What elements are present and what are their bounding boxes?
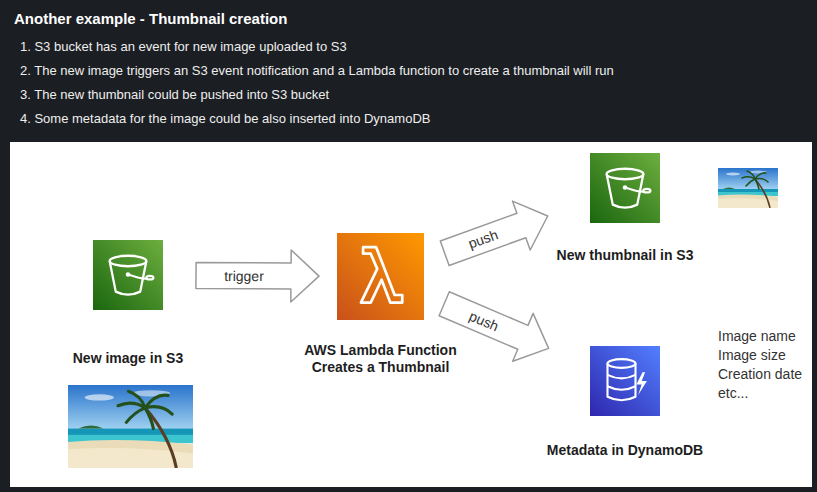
list-item: 4. Some metadata for the image could be …	[20, 110, 430, 128]
s3-bucket-icon	[93, 240, 163, 310]
list-item: 2. The new image triggers an S3 event no…	[20, 62, 614, 80]
block-arrow	[196, 250, 319, 302]
node-label: New image in S3	[73, 350, 183, 367]
metadata-note: Image name Image size Creation date etc.…	[718, 327, 817, 403]
lambda-icon	[337, 233, 424, 320]
block-arrow	[440, 201, 547, 265]
diagram-title: Another example - Thumbnail creation	[14, 9, 287, 29]
list-item: 3. The new thumbnail could be pushed int…	[20, 86, 329, 104]
node-label: New thumbnail in S3	[557, 247, 694, 264]
s3-source-node: New image in S3	[93, 240, 163, 310]
dynamodb-node: Metadata in DynamoDB	[590, 346, 660, 416]
edge-label: trigger	[222, 268, 266, 284]
dynamodb-icon	[590, 346, 660, 416]
original-photo	[68, 385, 193, 468]
list-item: 1. S3 bucket has an event for new image …	[20, 38, 347, 56]
node-label: AWS Lambda Function Creates a Thumbnail	[296, 342, 466, 376]
s3-bucket-icon	[590, 153, 660, 223]
thumbnail-photo	[718, 168, 778, 208]
node-label: Metadata in DynamoDB	[547, 442, 703, 459]
lambda-node: AWS Lambda Function Creates a Thumbnail	[337, 233, 424, 320]
s3-target-node: New thumbnail in S3	[590, 153, 660, 223]
